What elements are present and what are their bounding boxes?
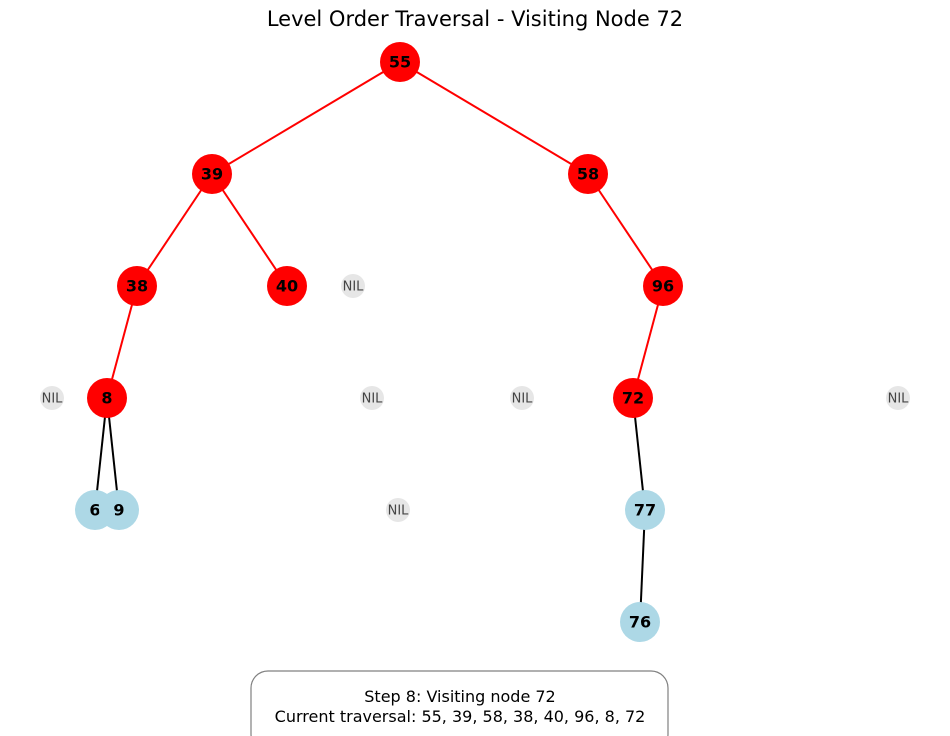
nil-node-circle xyxy=(510,386,534,410)
nil-node-label: NIL xyxy=(343,280,365,295)
tree-node-76: 76 xyxy=(620,602,660,642)
tree-node-38: 38 xyxy=(117,266,157,306)
nil-node-label: NIL xyxy=(512,392,534,407)
nil-node: NIL xyxy=(341,274,365,298)
tree-node-label: 39 xyxy=(201,165,223,184)
nil-node: NIL xyxy=(886,386,910,410)
diagram-title: Level Order Traversal - Visiting Node 72 xyxy=(267,7,683,31)
tree-node-circle xyxy=(568,154,608,194)
tree-node-circle xyxy=(613,378,653,418)
tree-node-label: 72 xyxy=(622,389,644,408)
tree-node-circle xyxy=(380,42,420,82)
tree-node-55: 55 xyxy=(380,42,420,82)
tree-node-label: 77 xyxy=(634,501,656,520)
nil-node-circle xyxy=(886,386,910,410)
tree-node-39: 39 xyxy=(192,154,232,194)
tree-node-label: 8 xyxy=(101,389,112,408)
tree-node-circle xyxy=(625,490,665,530)
tree-node-label: 76 xyxy=(629,613,651,632)
nil-node-circle xyxy=(40,386,64,410)
status-step-text: Step 8: Visiting node 72 xyxy=(364,687,555,706)
nil-node-circle xyxy=(386,498,410,522)
edge-n39-n40 xyxy=(211,173,288,287)
tree-node-label: 38 xyxy=(126,277,148,296)
status-traversal-text: Current traversal: 55, 39, 58, 38, 40, 9… xyxy=(275,707,646,726)
tree-node-40: 40 xyxy=(267,266,307,306)
edge-n58-n96 xyxy=(587,173,664,287)
nil-node-label: NIL xyxy=(388,504,410,519)
edge-n55-n39 xyxy=(211,61,401,175)
tree-node-circle xyxy=(620,602,660,642)
edge-n39-n38 xyxy=(136,173,213,287)
tree-node-label: 40 xyxy=(276,277,298,296)
tree-node-77: 77 xyxy=(625,490,665,530)
nil-node-label: NIL xyxy=(888,392,910,407)
tree-node-circle xyxy=(117,266,157,306)
tree-node-9: 9 xyxy=(99,490,139,530)
tree-node-circle xyxy=(87,378,127,418)
nil-node: NIL xyxy=(386,498,410,522)
nil-node: NIL xyxy=(360,386,384,410)
tree-node-circle xyxy=(99,490,139,530)
tree-node-circle xyxy=(192,154,232,194)
tree-node-96: 96 xyxy=(643,266,683,306)
tree-node-label: 6 xyxy=(89,501,100,520)
nil-node-label: NIL xyxy=(362,392,384,407)
tree-node-circle xyxy=(267,266,307,306)
nil-node-circle xyxy=(360,386,384,410)
tree-node-72: 72 xyxy=(613,378,653,418)
edge-n55-n58 xyxy=(399,61,589,175)
nil-node: NIL xyxy=(510,386,534,410)
status-box-border xyxy=(250,670,669,736)
tree-node-circle xyxy=(643,266,683,306)
tree-node-label: 58 xyxy=(577,165,599,184)
tree-node-label: 96 xyxy=(652,277,674,296)
tree-node-58: 58 xyxy=(568,154,608,194)
tree-node-label: 55 xyxy=(389,53,411,72)
edges-layer xyxy=(94,61,664,623)
nil-node-circle xyxy=(341,274,365,298)
nil-layer: NIL NIL NIL NIL NIL NIL xyxy=(40,274,910,522)
tree-node-8: 8 xyxy=(87,378,127,418)
nil-node-label: NIL xyxy=(42,392,64,407)
tree-node-label: 9 xyxy=(113,501,124,520)
status-box: Step 8: Visiting node 72 Current travers… xyxy=(250,670,669,736)
nil-node: NIL xyxy=(40,386,64,410)
